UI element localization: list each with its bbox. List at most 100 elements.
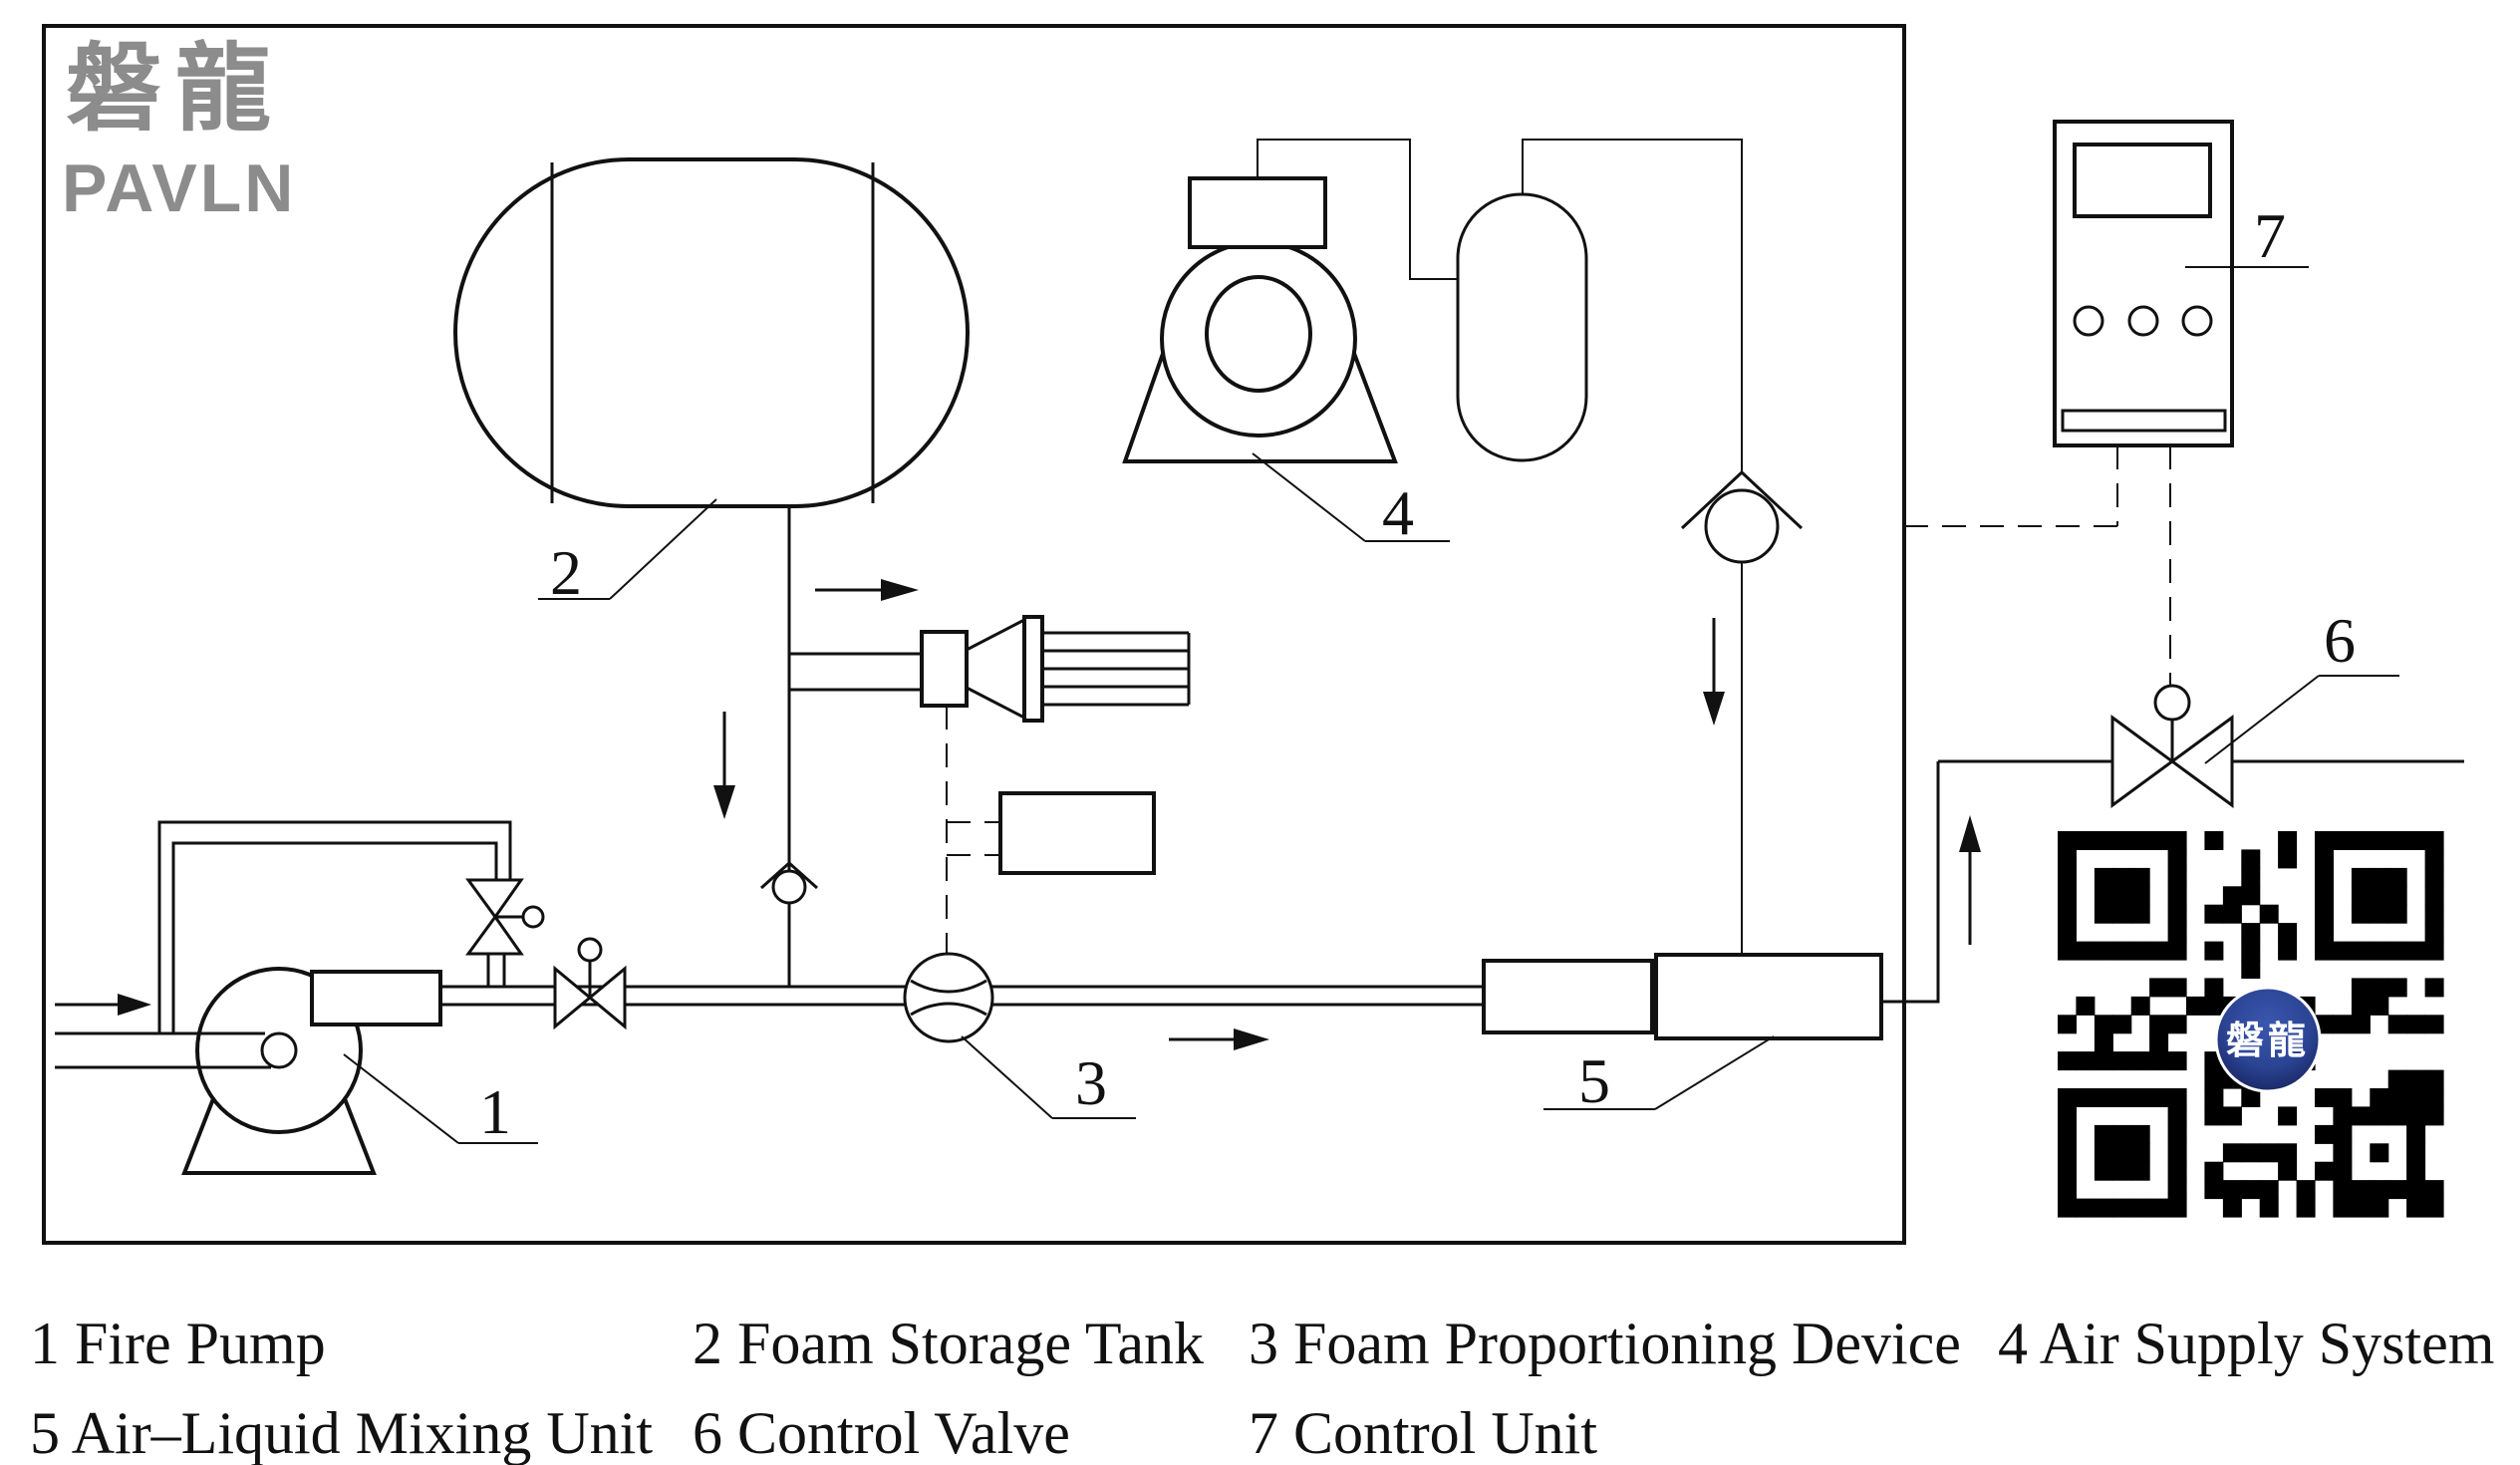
qr-module — [2149, 978, 2169, 998]
callout-7: 7 — [2254, 200, 2286, 271]
control-unit-button-2 — [2127, 305, 2159, 337]
qr-module — [2424, 831, 2444, 850]
qr-module — [2204, 831, 2224, 850]
qr-module — [2058, 849, 2077, 869]
qr-module — [2094, 1161, 2113, 1181]
qr-module — [2259, 1198, 2279, 1218]
qr-module — [2167, 1198, 2187, 1218]
qr-module — [2278, 849, 2298, 869]
qr-module — [2130, 1051, 2150, 1071]
qr-module — [2424, 978, 2444, 998]
qr-module — [2222, 1180, 2242, 1200]
qr-module — [2387, 978, 2407, 998]
logo-latin: PAVLN — [62, 150, 296, 226]
qr-module — [2204, 1088, 2224, 1107]
callout-1-leader — [343, 1053, 538, 1144]
qr-module — [2424, 1198, 2444, 1218]
qr-module — [2315, 941, 2334, 961]
qr-module — [2167, 1180, 2187, 1200]
qr-badge-text: 磐龍 — [2226, 1021, 2310, 1062]
compressor-body — [1160, 240, 1357, 438]
callout-4: 4 — [1382, 477, 1414, 548]
qr-module — [2058, 1180, 2077, 1200]
qr-module — [2130, 1124, 2150, 1144]
qr-module — [2296, 1180, 2316, 1200]
qr-module — [2351, 867, 2371, 887]
callout-4-leader — [1252, 452, 1450, 542]
callout-1: 1 — [479, 1076, 511, 1147]
callout-6-leader — [2204, 675, 2399, 764]
control-signal-lines — [1904, 445, 2171, 686]
qr-module — [2149, 1198, 2169, 1218]
callout-5-leader — [1543, 1035, 1775, 1110]
qr-module — [2424, 867, 2444, 887]
relief-valve-tee — [486, 954, 506, 987]
qr-module — [2387, 941, 2407, 961]
qr-module — [2167, 867, 2187, 887]
qr-module — [2167, 1143, 2187, 1163]
qr-module — [2149, 1015, 2169, 1034]
compressor-inlet — [1205, 275, 1312, 393]
qr-module — [2186, 996, 2205, 1016]
qr-module — [2424, 886, 2444, 906]
qr-module — [2058, 1015, 2077, 1034]
control-unit-button-1 — [2073, 305, 2104, 337]
qr-module — [2112, 941, 2132, 961]
qr-module — [2167, 1015, 2187, 1034]
qr-module — [2406, 831, 2426, 850]
qr-module — [2296, 1198, 2316, 1218]
qr-module — [2370, 1106, 2389, 1126]
control-unit-body — [2053, 120, 2234, 447]
qr-module — [2241, 886, 2261, 906]
air-line-check-valve — [1680, 470, 1804, 564]
qr-module — [2204, 978, 2224, 998]
legend: 1 Fire Pump 2 Foam Storage Tank 3 Foam P… — [30, 1311, 2494, 1465]
qr-module — [2094, 1143, 2113, 1163]
qr-module — [2370, 978, 2389, 998]
qr-module — [2278, 1143, 2298, 1163]
qr-module — [2204, 1180, 2224, 1200]
flow-arrow-down-air — [1703, 618, 1725, 726]
qr-module — [2167, 941, 2187, 961]
compressor-motor — [1188, 176, 1327, 249]
qr-module — [2112, 1143, 2132, 1163]
qr-module — [2222, 904, 2242, 924]
qr-module — [2387, 1088, 2407, 1107]
qr-module — [2424, 1015, 2444, 1034]
qr-module — [2370, 1180, 2389, 1200]
qr-module — [2058, 1161, 2077, 1181]
foam-line-check-valve — [760, 861, 818, 905]
qr-module — [2058, 1124, 2077, 1144]
qr-module — [2112, 1161, 2132, 1181]
qr-module — [2076, 941, 2096, 961]
callout-2-leader — [538, 498, 717, 600]
qr-module — [2370, 886, 2389, 906]
air-compressor — [1122, 176, 1398, 463]
qr-module — [2204, 1161, 2224, 1181]
qr-module — [2351, 1198, 2371, 1218]
legend-item-2: 2 Foam Storage Tank — [693, 1311, 1204, 1376]
qr-module — [2130, 831, 2150, 850]
qr-module — [2130, 1143, 2150, 1163]
qr-logo-badge: 磐龍 — [2214, 986, 2322, 1093]
qr-module — [2351, 1180, 2371, 1200]
qr-module — [2315, 904, 2334, 924]
qr-module — [2058, 831, 2077, 850]
qr-module — [2112, 1088, 2132, 1107]
qr-module — [2130, 996, 2150, 1016]
qr-module — [2149, 1051, 2169, 1071]
qr-module — [2112, 1198, 2132, 1218]
qr-module — [2094, 1015, 2113, 1034]
qr-module — [2167, 978, 2187, 998]
qr-module — [2094, 867, 2113, 887]
qr-module — [2076, 1198, 2096, 1218]
qr-module — [2424, 1088, 2444, 1107]
recirculation-loop — [157, 820, 512, 1033]
qr-module — [2058, 904, 2077, 924]
qr-module — [2167, 904, 2187, 924]
legend-item-5: 5 Air–Liquid Mixing Unit — [30, 1400, 653, 1465]
qr-module — [2241, 960, 2261, 979]
qr-module — [2167, 831, 2187, 850]
control-unit-display — [2073, 143, 2212, 218]
control-valve — [2110, 684, 2234, 808]
